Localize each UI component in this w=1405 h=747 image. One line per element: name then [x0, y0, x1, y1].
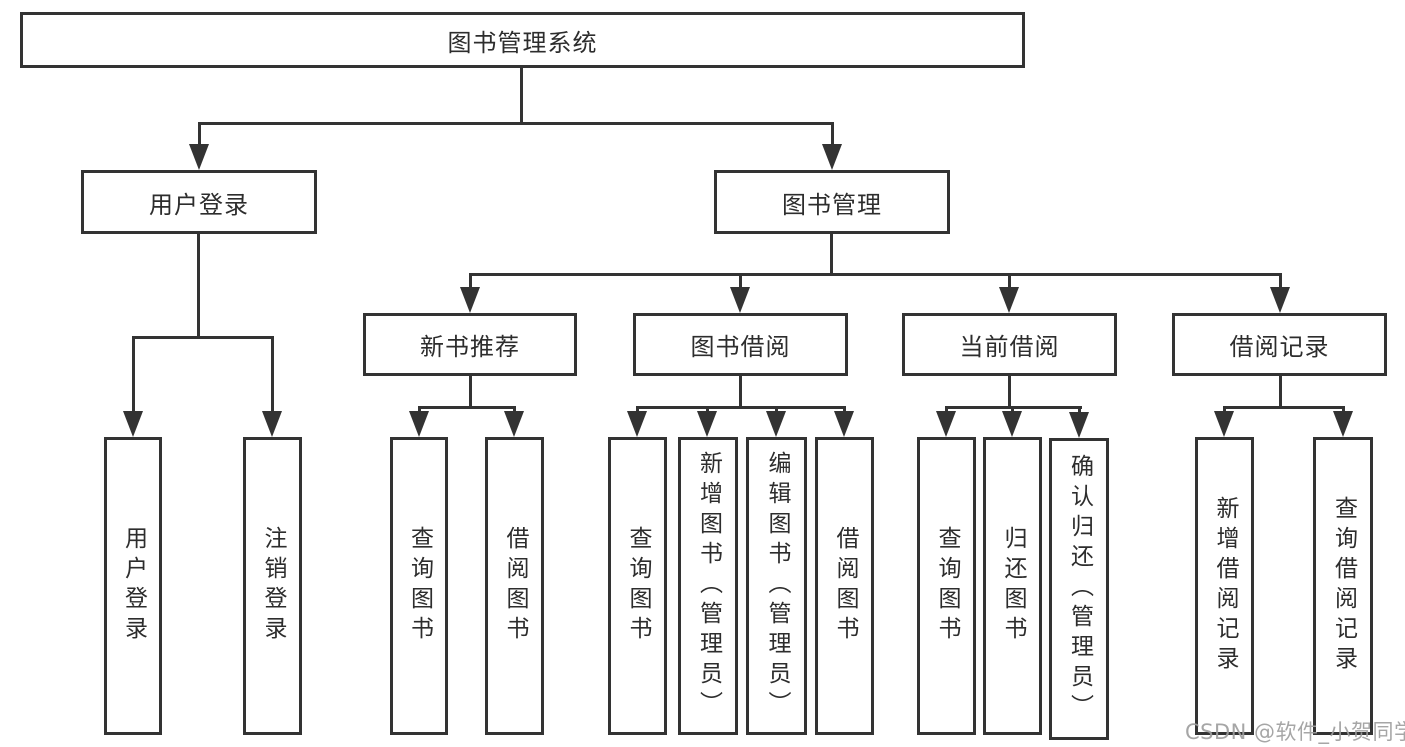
leaf-return-books-label: 归还图书 — [1000, 526, 1026, 646]
node-book-borrowing: 图书借阅 — [633, 313, 848, 376]
leaf-logout: 注销登录 — [243, 437, 302, 735]
leaf-edit-book-admin-label: 编辑图书（管理员） — [764, 451, 790, 721]
connector-line — [198, 122, 201, 150]
connector-line — [132, 336, 135, 414]
connector-line — [1008, 273, 1011, 289]
arrow-down-icon — [262, 411, 282, 437]
node-new-book-recommend: 新书推荐 — [363, 313, 577, 376]
connector-line — [198, 122, 834, 125]
arrow-down-icon — [999, 287, 1019, 313]
connector-line — [520, 68, 523, 122]
node-borrow-records-label: 借阅记录 — [1229, 333, 1330, 361]
connector-line — [469, 376, 472, 406]
leaf-query-books-3: 查询图书 — [917, 437, 976, 735]
connector-line — [513, 406, 516, 414]
leaf-query-books-3-label: 查询图书 — [934, 526, 960, 646]
leaf-query-books-1: 查询图书 — [390, 437, 448, 735]
arrow-down-icon — [1333, 411, 1353, 437]
leaf-confirm-return-admin-label: 确认归还（管理员） — [1066, 454, 1093, 724]
leaf-query-books-1-label: 查询图书 — [406, 526, 433, 646]
node-book-borrowing-label: 图书借阅 — [690, 333, 791, 361]
arrow-down-icon — [730, 287, 750, 313]
arrow-down-icon — [123, 411, 143, 437]
arrow-down-icon — [189, 144, 209, 170]
arrow-down-icon — [822, 144, 842, 170]
connector-line — [739, 273, 742, 289]
connector-line — [1078, 406, 1081, 414]
connector-line — [197, 234, 200, 336]
connector-line — [1223, 406, 1345, 409]
connector-line — [706, 406, 709, 414]
leaf-query-borrow-record: 查询借阅记录 — [1313, 437, 1373, 735]
connector-line — [418, 406, 516, 409]
connector-line — [1342, 406, 1345, 414]
arrow-down-icon — [697, 411, 717, 437]
connector-line — [132, 336, 274, 339]
arrow-down-icon — [409, 411, 429, 437]
arrow-down-icon — [1002, 411, 1022, 437]
leaf-add-borrow-record: 新增借阅记录 — [1195, 437, 1254, 735]
connector-line — [775, 406, 778, 414]
connector-line — [1223, 406, 1226, 414]
arrow-down-icon — [1270, 287, 1290, 313]
leaf-borrow-books-1-label: 借阅图书 — [502, 526, 528, 646]
connector-line — [469, 273, 1282, 276]
leaf-add-borrow-record-label: 新增借阅记录 — [1212, 496, 1238, 676]
leaf-add-book-admin-label: 新增图书（管理员） — [695, 451, 722, 721]
connector-line — [636, 406, 639, 414]
leaf-logout-label: 注销登录 — [260, 526, 286, 646]
connector-line — [843, 406, 846, 414]
leaf-add-book-admin: 新增图书（管理员） — [678, 437, 738, 735]
leaf-query-borrow-record-label: 查询借阅记录 — [1330, 496, 1357, 676]
arrow-down-icon — [460, 287, 480, 313]
csdn-watermark: CSDN @软件_小贺同学 — [1185, 720, 1405, 744]
connector-line — [1279, 273, 1282, 289]
node-borrow-records: 借阅记录 — [1172, 313, 1387, 376]
connector-line — [739, 376, 742, 406]
node-new-book-recommend-label: 新书推荐 — [420, 333, 520, 361]
arrow-down-icon — [1214, 411, 1234, 437]
arrow-down-icon — [1069, 412, 1089, 438]
node-book-mgmt-label: 图书管理 — [782, 190, 882, 219]
connector-line — [271, 336, 274, 414]
connector-line — [1008, 376, 1011, 406]
leaf-user-login-label: 用户登录 — [120, 526, 147, 646]
arrow-down-icon — [627, 411, 647, 437]
leaf-query-books-2: 查询图书 — [608, 437, 667, 735]
node-root: 图书管理系统 — [20, 12, 1025, 68]
connector-line — [1279, 376, 1282, 406]
arrow-down-icon — [834, 411, 854, 437]
leaf-borrow-books-1: 借阅图书 — [485, 437, 544, 735]
connector-line — [830, 234, 833, 273]
leaf-borrow-books-2: 借阅图书 — [815, 437, 874, 735]
leaf-return-books: 归还图书 — [983, 437, 1042, 735]
connector-line — [945, 406, 948, 414]
arrow-down-icon — [936, 411, 956, 437]
connector-line — [1011, 406, 1014, 414]
connector-line — [831, 122, 834, 150]
node-user-login: 用户登录 — [81, 170, 317, 234]
leaf-confirm-return-admin: 确认归还（管理员） — [1049, 438, 1109, 740]
leaf-user-login: 用户登录 — [104, 437, 162, 735]
node-current-borrowing: 当前借阅 — [902, 313, 1117, 376]
leaf-query-books-2-label: 查询图书 — [625, 526, 651, 646]
leaf-borrow-books-2-label: 借阅图书 — [832, 526, 858, 646]
connector-line — [469, 273, 472, 289]
leaf-edit-book-admin: 编辑图书（管理员） — [746, 437, 807, 735]
connector-line — [636, 406, 846, 409]
node-book-mgmt: 图书管理 — [714, 170, 950, 234]
arrow-down-icon — [504, 411, 524, 437]
node-user-login-label: 用户登录 — [149, 190, 249, 219]
connector-line — [418, 406, 421, 414]
arrow-down-icon — [766, 411, 786, 437]
node-current-borrowing-label: 当前借阅 — [959, 333, 1060, 361]
node-root-label: 图书管理系统 — [447, 28, 598, 57]
